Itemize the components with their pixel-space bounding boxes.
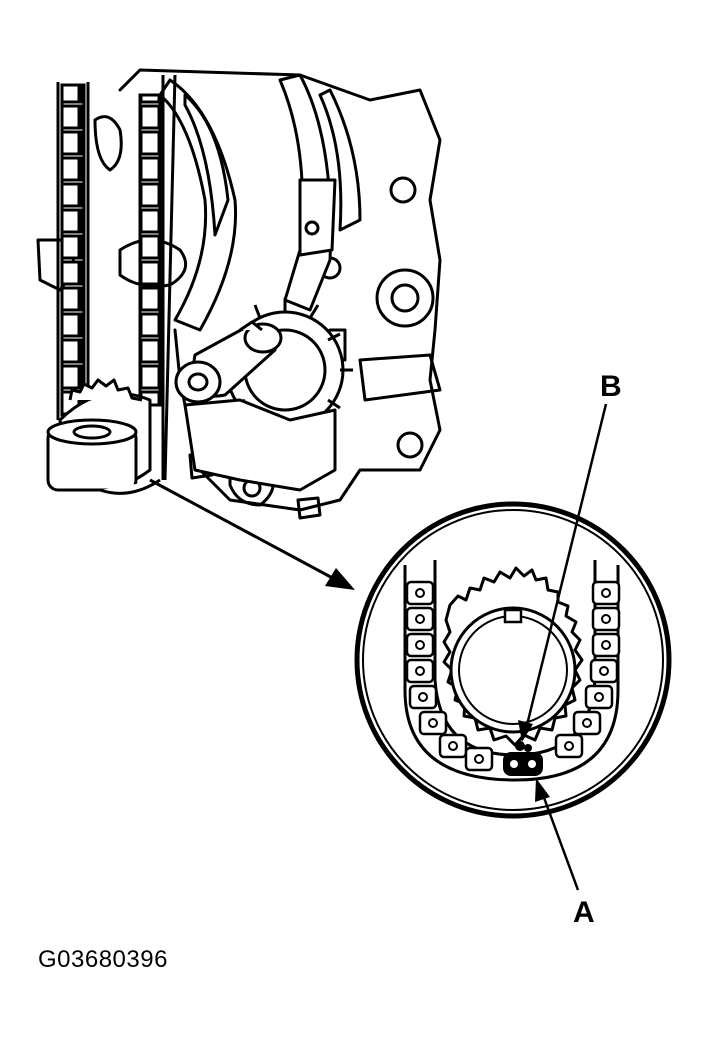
oil-pump-housing	[183, 398, 337, 492]
callout-label-a: A	[573, 896, 595, 929]
figure-id: G03680396	[38, 946, 168, 973]
leader-line-a	[535, 778, 580, 891]
marked-chain-link	[503, 752, 543, 776]
crankshaft-snout	[174, 320, 283, 404]
zoom-pointer-arrow	[149, 478, 355, 590]
leader-line-b	[518, 403, 608, 742]
crankshaft-sprocket	[46, 378, 161, 495]
callout-label-b: B	[600, 370, 622, 403]
chain-guides	[158, 73, 362, 332]
timing-chain-left-run	[56, 74, 177, 481]
magnified-detail	[354, 501, 672, 819]
sprocket-punch-mark	[515, 741, 532, 752]
